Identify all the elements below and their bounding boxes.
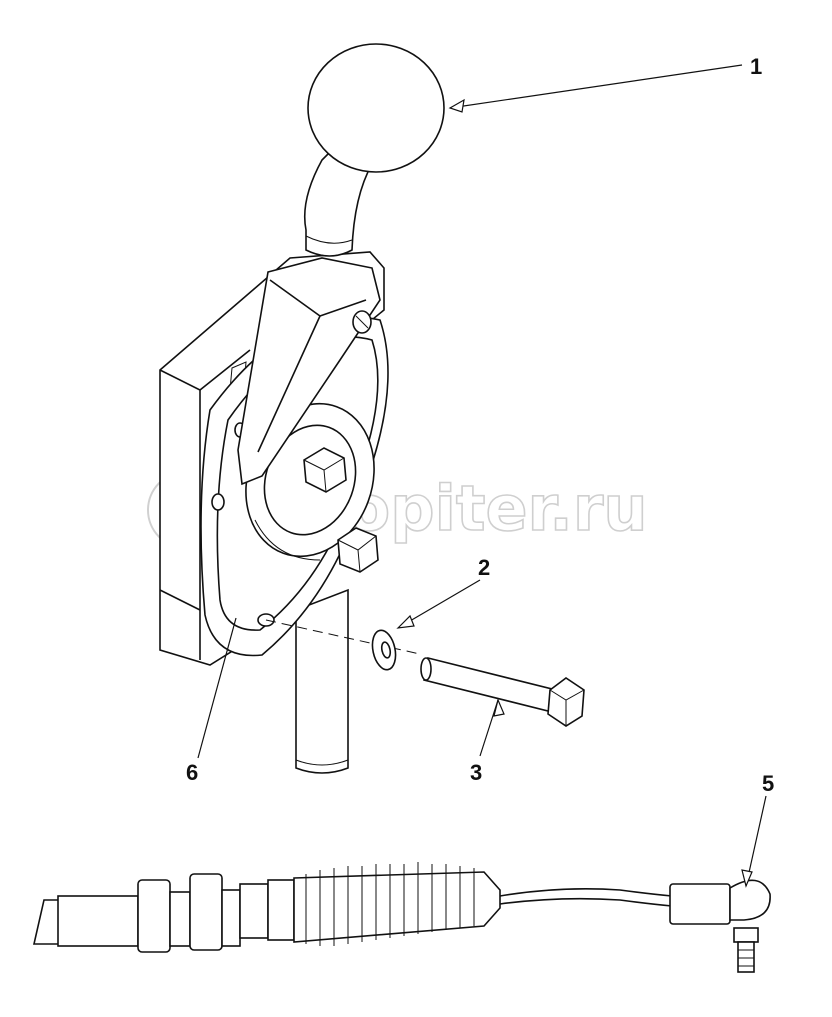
callout-6: 6 [186, 760, 198, 785]
lever-arm [237, 257, 381, 486]
callout-leaders [197, 64, 767, 888]
side-bolt-head [337, 527, 379, 573]
lower-shaft [295, 588, 349, 774]
center-nut [303, 447, 347, 493]
control-cable [32, 862, 771, 973]
callout-2: 2 [478, 555, 490, 580]
washer [371, 629, 397, 671]
knob [307, 43, 445, 173]
callout-1: 1 [750, 54, 762, 79]
callout-5: 5 [762, 771, 774, 796]
callout-3: 3 [470, 760, 482, 785]
bolt [420, 657, 585, 727]
